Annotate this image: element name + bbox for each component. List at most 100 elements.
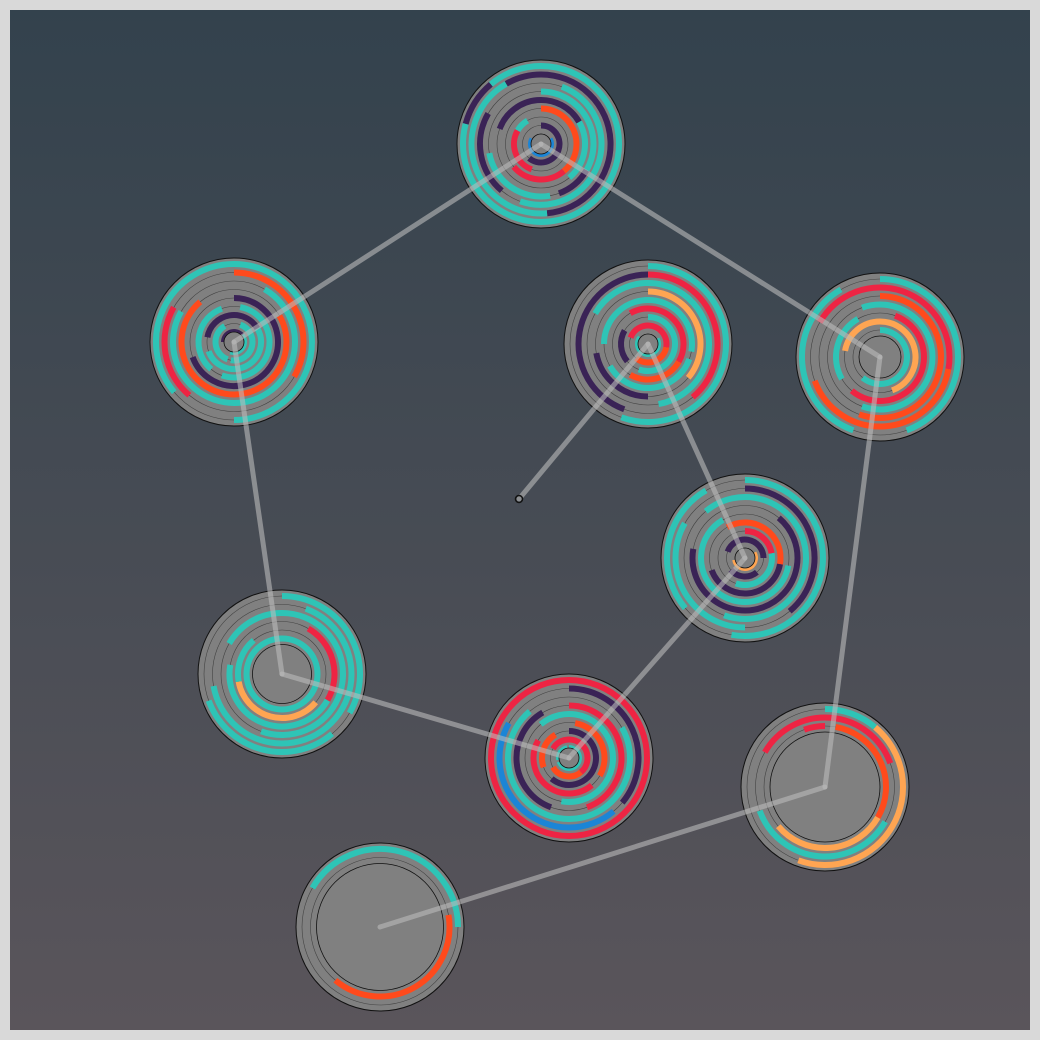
track-segment <box>530 738 594 797</box>
track-segment <box>567 120 588 181</box>
track-segment <box>204 312 260 338</box>
track-segment <box>488 63 542 87</box>
connector-lower-right-bottom <box>377 784 828 930</box>
track-segment <box>861 301 936 413</box>
track-segment <box>281 593 363 715</box>
connector-top-upper-right <box>538 141 883 360</box>
track-segment <box>549 728 599 788</box>
track-segment <box>574 720 608 778</box>
track-segment <box>226 664 331 730</box>
connector-mid-right-center <box>645 341 748 561</box>
track-segment <box>538 711 616 805</box>
track-segment <box>189 295 281 389</box>
track-segment <box>744 528 775 555</box>
track-segment <box>460 63 622 225</box>
track-segment <box>797 724 906 868</box>
connector-lines <box>231 141 883 930</box>
track-segment <box>235 637 256 683</box>
connector-lower-center-mid-right <box>566 555 748 761</box>
track-segment <box>468 81 548 217</box>
track-segment <box>601 297 695 353</box>
track-segment <box>540 88 597 172</box>
track-segment <box>161 305 192 398</box>
track-segment <box>568 685 642 805</box>
track-segment <box>725 519 784 565</box>
track-segment <box>744 485 818 614</box>
connector-upper-left-lower-left <box>231 339 285 677</box>
track-segment <box>664 487 708 611</box>
track-segment <box>496 97 582 131</box>
track-segment <box>511 164 566 183</box>
track-segment <box>835 723 889 819</box>
track-segment <box>858 293 944 421</box>
track-segment <box>799 286 855 434</box>
track-segment <box>233 269 307 379</box>
track-segment <box>488 677 650 839</box>
track-segment <box>734 552 775 588</box>
center-marker[interactable] <box>514 494 524 504</box>
track-segment <box>762 714 894 765</box>
track-segment <box>689 515 801 614</box>
track-segment <box>243 635 321 713</box>
track-segment <box>205 327 264 373</box>
track-segment <box>235 681 319 721</box>
track-segment <box>226 610 346 738</box>
track-segment <box>724 536 767 559</box>
track-segment <box>527 122 563 166</box>
track-segment <box>233 261 315 423</box>
track-segment <box>195 305 224 372</box>
track-segment <box>477 112 504 194</box>
track-segment <box>627 322 670 348</box>
track-segment <box>550 765 583 780</box>
connector-center-marker <box>516 341 651 502</box>
track-segment <box>672 521 746 631</box>
track-segment <box>505 708 633 822</box>
puzzle-board <box>10 10 1030 1030</box>
track-segment <box>170 286 298 406</box>
track-segment <box>803 723 826 733</box>
center-marker-group <box>514 494 524 504</box>
track-segment <box>817 284 953 370</box>
track-segment <box>698 517 792 605</box>
track-segment <box>511 129 533 173</box>
track-segment <box>879 276 962 434</box>
track-segment <box>504 71 542 87</box>
track-segment <box>333 914 453 1000</box>
track-segment <box>496 721 616 831</box>
track-segment <box>513 709 553 811</box>
track-segment <box>703 494 809 622</box>
track-segment <box>637 314 678 374</box>
track-segment <box>811 368 952 430</box>
track-segment <box>212 323 229 363</box>
track-segment <box>647 288 704 380</box>
track-segment <box>775 815 881 851</box>
track-segment <box>730 477 826 639</box>
track-segment <box>628 305 687 364</box>
connector-lower-left-lower-center <box>279 671 572 761</box>
track-segment <box>486 152 551 200</box>
track-segment <box>568 702 625 811</box>
track-segment <box>842 318 919 394</box>
track-segment <box>620 263 729 425</box>
track-segment <box>205 699 335 755</box>
connector-upper-left-top <box>231 141 544 345</box>
track-segment <box>309 846 461 928</box>
track-segment <box>306 625 338 702</box>
track-segment <box>515 118 530 133</box>
track-segment <box>540 71 614 217</box>
track-segment <box>210 605 355 747</box>
track-segment <box>708 563 783 597</box>
track-segment <box>153 261 235 395</box>
track-segment <box>849 312 927 404</box>
ring-disc-lower-left[interactable] <box>197 589 367 759</box>
track-segment <box>824 706 878 730</box>
track-segment <box>628 360 682 383</box>
connector-upper-right-lower-right <box>822 354 883 790</box>
track-segment <box>592 280 712 408</box>
track-segment <box>618 329 630 364</box>
track-segment <box>575 271 649 413</box>
track-segment <box>178 299 290 398</box>
game-frame <box>10 10 1030 1030</box>
track-segment <box>519 83 605 208</box>
track-segment <box>833 316 860 381</box>
